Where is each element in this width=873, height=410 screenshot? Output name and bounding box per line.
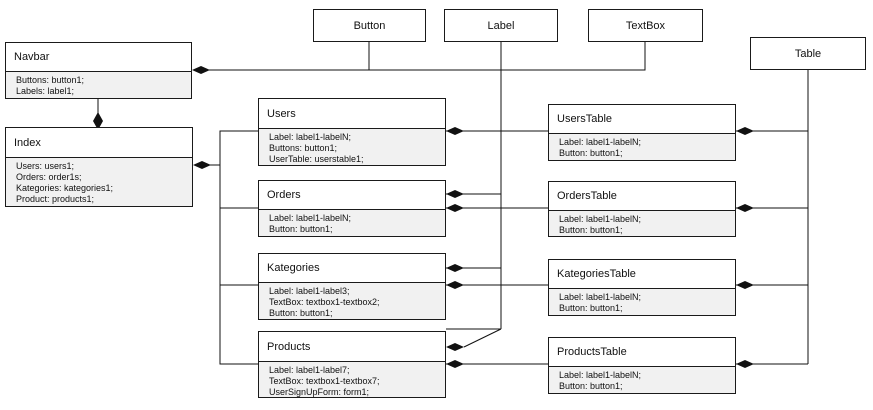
class-index-attributes: Users: users1; Orders: order1s; Kategori… (6, 157, 192, 206)
class-navbar-title: Navbar (14, 51, 50, 63)
class-kategories-attributes: Label: label1-label3; TextBox: textbox1-… (259, 282, 445, 319)
attribute: Button: button1; (559, 381, 623, 391)
attribute: UserSignUpForm: form1; (269, 387, 370, 397)
class-button: Button (313, 9, 426, 42)
attribute: Label: label1-labelN; (559, 214, 642, 224)
attribute: Button: button1; (559, 303, 623, 313)
composition-diamond-kategories-label (446, 264, 464, 272)
class-orders-title: Orders (267, 189, 301, 201)
class-users-title: Users (267, 107, 296, 120)
connector-index-products (219, 165, 258, 365)
class-products-attributes: Label: label1-label7; TextBox: textbox1-… (259, 361, 445, 397)
attribute: Button: button1; (559, 148, 623, 158)
composition-diamond-orderstable (736, 204, 754, 212)
class-navbar: Navbar Buttons: button1; Labels: label1; (5, 42, 192, 99)
connector-index-users (219, 130, 258, 165)
composition-diamond-products-label (446, 343, 464, 351)
attribute: UserTable: userstable1; (269, 154, 364, 164)
attribute: Label: label1-labelN; (269, 213, 352, 223)
attribute: Label: label1-labelN; (559, 292, 642, 302)
class-orders-attributes: Label: label1-labelN; Button: button1; (259, 209, 445, 236)
attribute: Product: products1; (16, 194, 95, 204)
attribute: Label: label1-labelN; (559, 137, 642, 147)
class-products-table-attributes: Label: label1-labelN; Button: button1; (549, 366, 735, 393)
attribute: Buttons: button1; (269, 143, 338, 153)
attribute: Label: label1-label7; (269, 365, 350, 375)
class-orders-table: OrdersTable Label: label1-labelN; Button… (548, 181, 736, 237)
attribute: Button: button1; (559, 225, 623, 235)
attribute: Users: users1; (16, 161, 75, 171)
attribute: TextBox: textbox1-textbox7; (269, 376, 380, 386)
class-users-table-attributes: Label: label1-labelN; Button: button1; (549, 133, 735, 160)
class-kategories-table-attributes: Label: label1-labelN; Button: button1; (549, 288, 735, 315)
class-kategories-table-title: KategoriesTable (557, 268, 636, 280)
attribute: Label: label1-label3; (269, 286, 350, 296)
composition-diamond-users (446, 127, 464, 135)
composition-diamond-userstable (736, 127, 754, 135)
composition-diamond-products (446, 360, 464, 368)
class-kategories: Kategories Label: label1-label3; TextBox… (258, 253, 446, 320)
composition-diamond-index (193, 161, 211, 169)
class-index: Index Users: users1; Orders: order1s; Ka… (5, 127, 193, 207)
composition-diamond-navbar-index (93, 112, 103, 130)
composition-diamond-kategoriestable (736, 281, 754, 289)
composition-diamond-kategories (446, 281, 464, 289)
class-textbox: TextBox (588, 9, 703, 42)
attribute: Kategories: kategories1; (16, 183, 114, 193)
class-navbar-attributes: Buttons: button1; Labels: label1; (6, 71, 191, 98)
composition-diamond-productstable (736, 360, 754, 368)
class-table: Table (750, 37, 866, 70)
class-products-table: ProductsTable Label: label1-labelN; Butt… (548, 337, 736, 394)
attribute: Buttons: button1; (16, 75, 85, 85)
class-label: Label (444, 9, 558, 42)
class-kategories-table: KategoriesTable Label: label1-labelN; Bu… (548, 259, 736, 316)
attribute: Labels: label1; (16, 86, 75, 96)
class-products-title: Products (267, 340, 311, 353)
class-users-table: UsersTable Label: label1-labelN; Button:… (548, 104, 736, 161)
attribute: Button: button1; (269, 308, 333, 318)
attribute: TextBox: textbox1-textbox2; (269, 297, 380, 307)
composition-diamond-orders (446, 204, 464, 212)
connector-navbar-textbox (501, 41, 646, 71)
connector-navbar-button (198, 41, 370, 71)
class-kategories-title: Kategories (267, 262, 320, 274)
class-orders-table-title: OrdersTable (557, 190, 617, 202)
class-products-table-title: ProductsTable (557, 346, 627, 358)
attribute: Label: label1-labelN; (559, 370, 642, 380)
composition-diamond-orders-label (446, 190, 464, 198)
attribute: Label: label1-labelN; (269, 132, 352, 142)
class-index-title: Index (14, 136, 41, 149)
attribute: Button: button1; (269, 224, 333, 234)
connector-products-label-diag (463, 328, 502, 348)
class-users-attributes: Label: label1-labelN; Buttons: button1; … (259, 128, 445, 165)
composition-diamond-navbar (192, 66, 210, 74)
class-users-table-title: UsersTable (557, 113, 613, 125)
class-orders: Orders Label: label1-labelN; Button: but… (258, 180, 446, 237)
class-orders-table-attributes: Label: label1-labelN; Button: button1; (549, 210, 735, 236)
class-users: Users Label: label1-labelN; Buttons: but… (258, 98, 446, 166)
class-products: Products Label: label1-label7; TextBox: … (258, 331, 446, 398)
attribute: Orders: order1s; (16, 172, 82, 182)
